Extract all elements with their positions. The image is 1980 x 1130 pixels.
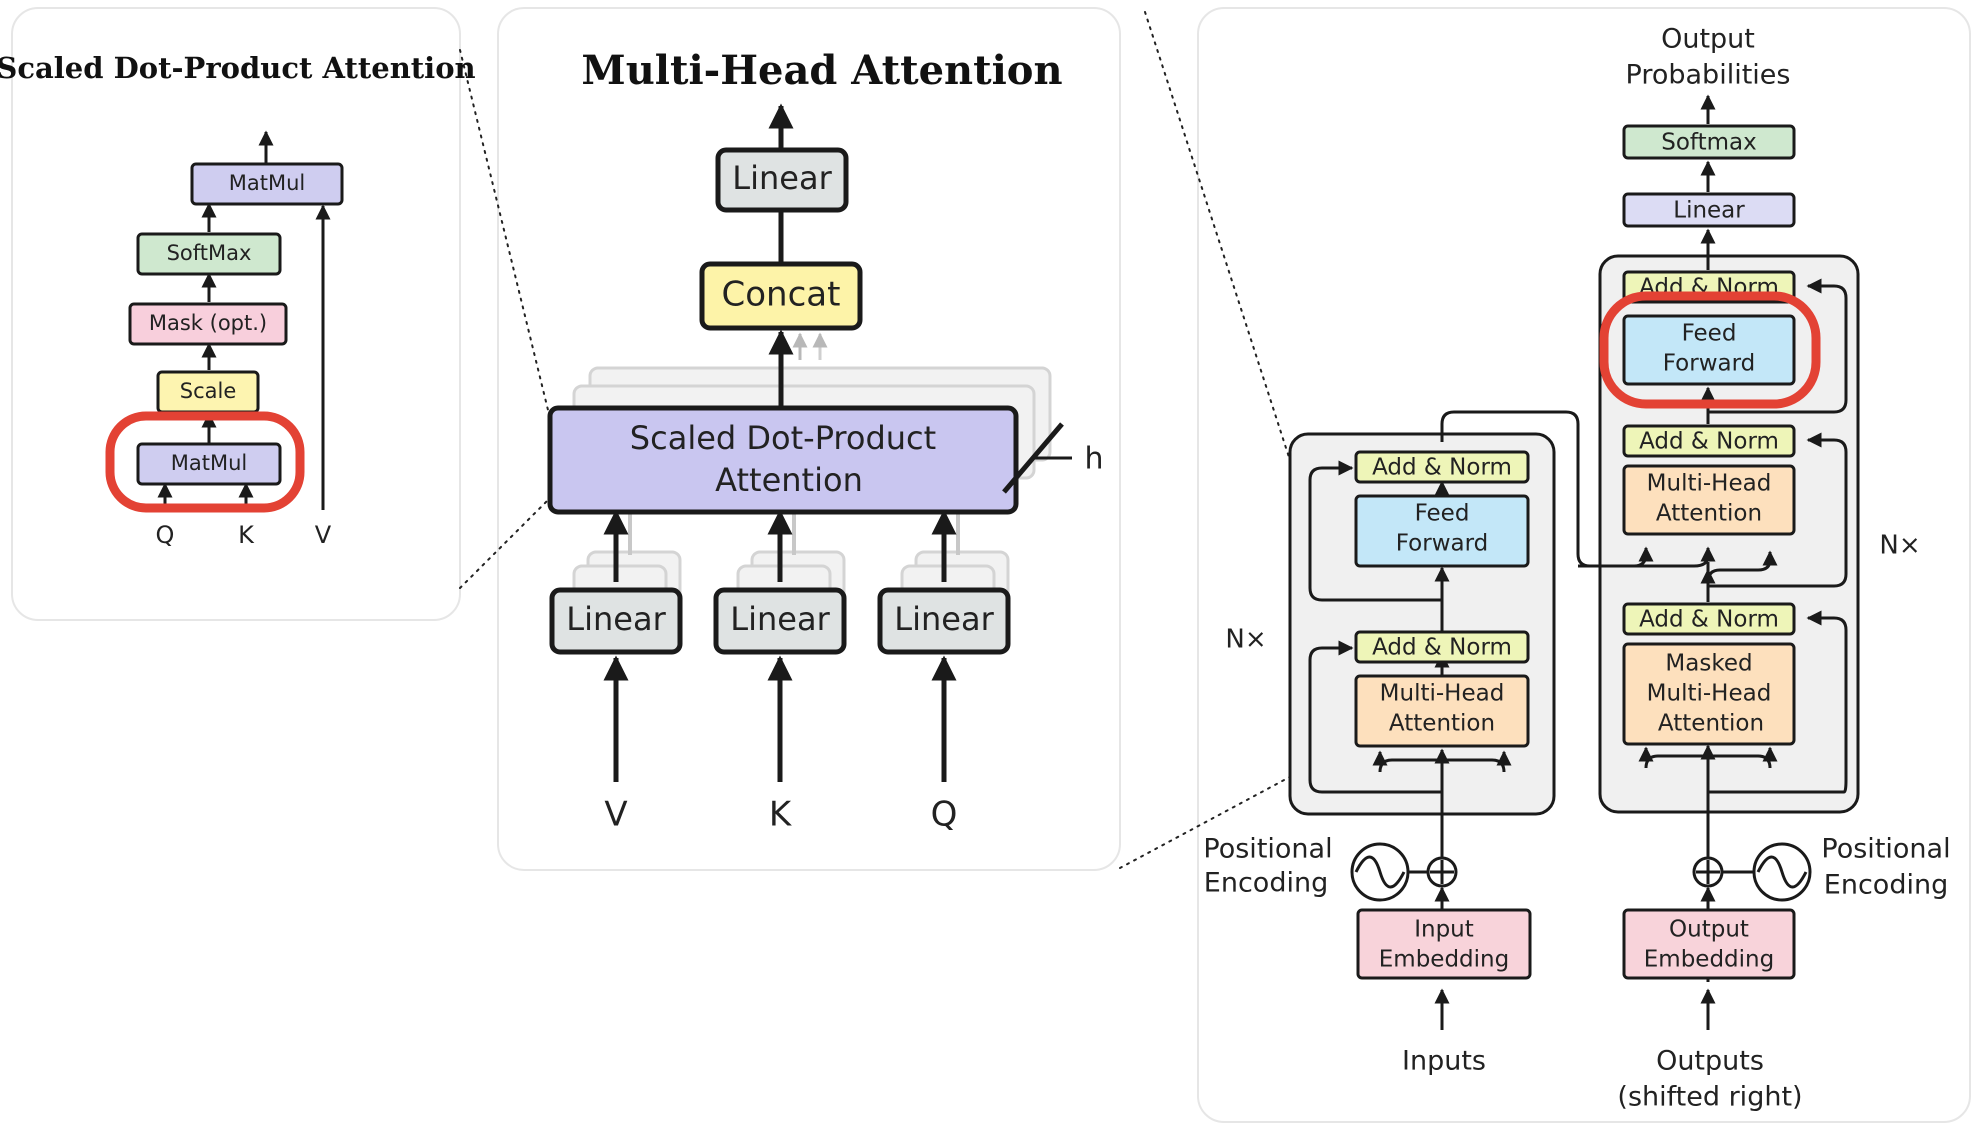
- output-probabilities-line2: Probabilities: [1626, 60, 1791, 91]
- softmax-label: Softmax: [1661, 130, 1757, 156]
- zoom-connector-line: [459, 499, 549, 589]
- mha-linear-top-label: Linear: [732, 159, 832, 197]
- enc-pos-label-line2: Encoding: [1204, 868, 1328, 899]
- dec-ff-label-line1: Feed: [1682, 321, 1737, 347]
- dec-residual: [1708, 278, 1848, 414]
- dec-pos-label-line2: Encoding: [1824, 870, 1948, 901]
- enc-add-norm-top-label: Add & Norm: [1372, 455, 1512, 481]
- mha-attention-label-line1: Scaled Dot-Product: [630, 419, 936, 457]
- dec-sine-wave-icon: [1756, 855, 1808, 889]
- sdpa-mask-label: Mask (opt.): [149, 311, 267, 335]
- sdpa-title: Scaled Dot-Product Attention: [0, 51, 476, 85]
- enc-mha-label-line2: Attention: [1389, 711, 1495, 737]
- mha-input-q: Q: [931, 795, 958, 835]
- dec-masked-label-line3: Attention: [1658, 711, 1764, 737]
- dec-residual: [1708, 432, 1848, 588]
- sdpa-matmul-top-label: MatMul: [229, 171, 305, 195]
- mha-input-k: K: [769, 795, 793, 835]
- mha-input-v: V: [604, 795, 627, 835]
- enc-ff-label-line1: Feed: [1415, 501, 1470, 527]
- linear-label: Linear: [1673, 198, 1745, 224]
- encoder-nx-label: N×: [1225, 625, 1266, 655]
- enc-fanout: [1378, 758, 1506, 773]
- dec-add-norm-bottom-box: [1622, 602, 1796, 636]
- enc-sine-wave-icon: [1354, 855, 1406, 889]
- mha-concat-box: [699, 261, 863, 331]
- enc-pos-label-line1: Positional: [1203, 834, 1332, 865]
- enc-add-norm-bottom-box: [1354, 630, 1530, 664]
- sdpa-matmul-highlight: [105, 411, 305, 513]
- input-embedding-label-line2: Embedding: [1379, 947, 1509, 973]
- dec-ff-box: [1622, 314, 1796, 386]
- dec-query-arrow: [1706, 550, 1778, 583]
- encoder-block: [1288, 432, 1556, 816]
- dec-masked-label-line1: Masked: [1665, 651, 1752, 677]
- output-embedding-label-line1: Output: [1669, 917, 1749, 943]
- output-probabilities-line1: Output: [1661, 24, 1755, 55]
- sdpa-input-k: K: [238, 521, 255, 549]
- sdpa-softmax-box: [136, 232, 282, 276]
- mha-concat-label: Concat: [722, 275, 841, 315]
- dec-masked-mha-box: [1622, 642, 1796, 746]
- dec-add-norm-mid-label: Add & Norm: [1639, 429, 1779, 455]
- mha-linear-top-box: [715, 147, 849, 213]
- input-embedding-label-line1: Input: [1414, 917, 1474, 943]
- mha-linear-k-label: Linear: [730, 600, 830, 638]
- dec-mha-label-line2: Attention: [1656, 501, 1762, 527]
- enc-add-norm-top-box: [1354, 450, 1530, 484]
- sdpa-scale-label: Scale: [180, 379, 237, 403]
- sdpa-matmul-bottom-label: MatMul: [171, 451, 247, 475]
- enc-residual: [1308, 460, 1442, 602]
- outputs-label-line2: (shifted right): [1617, 1082, 1802, 1113]
- mha-head-count: h: [1084, 442, 1103, 477]
- enc-mha-label-line1: Multi-Head: [1380, 681, 1505, 707]
- dec-add-norm-mid-box: [1622, 424, 1796, 458]
- dec-residual: [1708, 610, 1848, 794]
- enc-ff-label-line2: Forward: [1396, 531, 1489, 557]
- mha-linear-v-box: [549, 587, 683, 655]
- mha-linear-k-box: [713, 587, 847, 655]
- enc-add-norm-bottom-label: Add & Norm: [1372, 635, 1512, 661]
- dec-pos-label-line1: Positional: [1821, 834, 1950, 865]
- mha-linear-v-label: Linear: [566, 600, 666, 638]
- zoom-connector-line: [459, 49, 549, 411]
- enc-residual: [1308, 640, 1442, 794]
- input-embedding-box: [1356, 908, 1532, 980]
- dec-ff-highlight: [1599, 291, 1821, 409]
- mha-linear-q-label: Linear: [894, 600, 994, 638]
- dec-masked-label-line2: Multi-Head: [1647, 681, 1772, 707]
- dec-mha-box: [1622, 464, 1796, 536]
- decoder-nx-label: N×: [1879, 531, 1920, 561]
- inputs-label: Inputs: [1402, 1046, 1486, 1077]
- sdpa-matmul-bottom-box: [136, 442, 282, 486]
- outputs-label-line1: Outputs: [1656, 1046, 1764, 1077]
- enc-ff-box: [1354, 494, 1530, 568]
- softmax-box: [1622, 124, 1796, 160]
- output-embedding-label-line2: Embedding: [1644, 947, 1774, 973]
- sdpa-input-v: V: [315, 521, 332, 549]
- enc-mha-box: [1354, 674, 1530, 748]
- dec-masked-fanout: [1644, 754, 1772, 769]
- mha-attention-label-line2: Attention: [715, 461, 863, 499]
- dec-mha-label-line1: Multi-Head: [1647, 471, 1772, 497]
- dec-ff-label-line2: Forward: [1663, 351, 1756, 377]
- linear-box: [1622, 192, 1796, 228]
- sdpa-mask-box: [128, 302, 288, 346]
- mha-attention-box: [547, 405, 1019, 515]
- mha-title: Multi-Head Attention: [581, 47, 1062, 94]
- sdpa-input-q: Q: [156, 521, 175, 549]
- output-embedding-box: [1622, 908, 1796, 980]
- mha-linear-q-box: [877, 587, 1011, 655]
- sdpa-softmax-label: SoftMax: [167, 241, 252, 265]
- dec-add-norm-bottom-label: Add & Norm: [1639, 607, 1779, 633]
- sdpa-matmul-top-box: [190, 162, 344, 206]
